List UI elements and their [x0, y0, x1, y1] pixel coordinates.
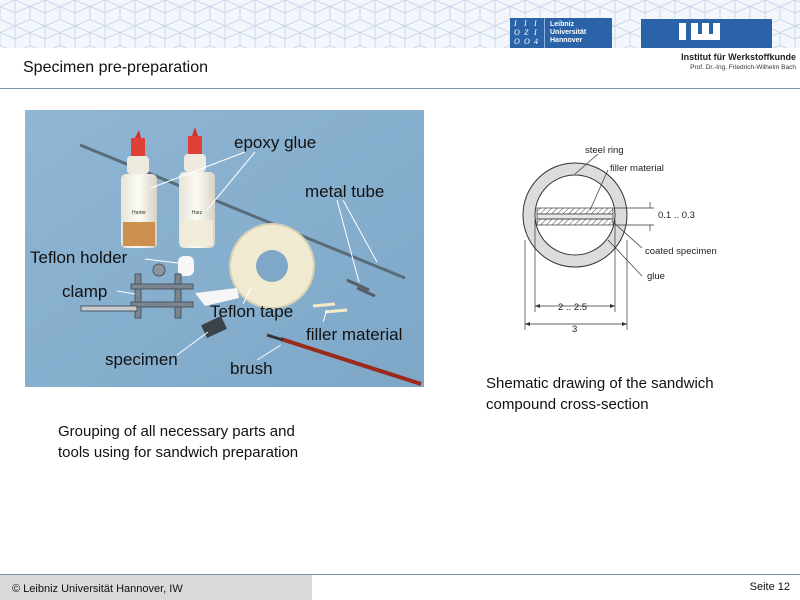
svg-text:Harz: Harz — [192, 210, 203, 216]
label-metal-tube: metal tube — [305, 182, 384, 201]
footer-band — [0, 575, 312, 600]
luh-mark-glyph: Z — [524, 28, 529, 37]
diagram-caption-line: Shematic drawing of the sandwich — [486, 375, 714, 392]
diagram-label-filler-material: filler material — [610, 163, 664, 174]
clamp — [80, 263, 194, 319]
metal-tube — [346, 278, 370, 292]
luh-logo-line: Universität — [550, 29, 587, 36]
luh-mark-glyph: I — [524, 19, 527, 28]
glue-bottle-hardener: Harter — [121, 130, 157, 248]
luh-logo: I I I O Z I O O 4 Leibniz Universität Ha… — [510, 18, 612, 48]
luh-mark-glyph: I — [534, 19, 537, 28]
diagram-caption: Shematic drawing of the sandwich compoun… — [486, 373, 786, 415]
label-teflon-tape: Teflon tape — [210, 302, 293, 321]
diagram-label-coated-specimen: coated specimen — [645, 246, 717, 257]
glue-layer — [536, 213, 614, 220]
luh-mark-glyph: O — [524, 37, 530, 46]
parts-photo: Harter Harz epoxy glue metal tube — [25, 110, 424, 387]
diagram-label-inner-diameter: 2 .. 2.5 — [558, 302, 587, 313]
label-clamp: clamp — [62, 282, 107, 301]
label-brush: brush — [230, 359, 273, 378]
institute-name: Institut für Werkstoffkunde — [681, 52, 796, 62]
footer-copyright: © Leibniz Universität Hannover, IW — [12, 583, 183, 595]
luh-logo-line: Leibniz — [550, 21, 575, 28]
metal-tube — [356, 286, 376, 298]
label-specimen: specimen — [105, 350, 178, 369]
photo-caption-line: Grouping of all necessary parts and — [58, 423, 295, 440]
luh-mark-glyph: I — [534, 28, 537, 37]
iw-logo — [641, 19, 772, 48]
photo-caption: Grouping of all necessary parts and tool… — [58, 421, 358, 463]
sandwich-cross-section-diagram: steel ring filler material 0.1 .. 0.3 co… — [522, 145, 717, 335]
institute-subtitle: Prof. Dr.-Ing. Friedrich-Wilhelm Bach — [690, 64, 796, 71]
iw-logo-mark-icon — [641, 19, 772, 48]
label-filler-material: filler material — [306, 325, 402, 344]
diagram-label-thickness: 0.1 .. 0.3 — [658, 210, 695, 221]
luh-mark-glyph: O — [514, 28, 520, 37]
teflon-holder — [178, 256, 194, 276]
luh-logo-text: Leibniz Universität Hannover — [545, 21, 586, 45]
luh-mark-glyph: 4 — [534, 37, 538, 46]
specimen-layer-top — [536, 207, 614, 215]
glue-bottle-resin: Harz — [179, 127, 215, 248]
brush — [280, 337, 422, 386]
filler-strip — [312, 302, 336, 308]
teflon-tape-roll — [195, 223, 315, 309]
diagram-label-glue: glue — [647, 271, 665, 282]
page-number: Seite 12 — [749, 581, 790, 593]
title-divider — [0, 88, 800, 89]
luh-mark-glyph: O — [514, 37, 520, 46]
diagram-caption-line: compound cross-section — [486, 396, 649, 413]
luh-mark-glyph: I — [514, 19, 517, 28]
diagram-label-outer-diameter: 3 — [572, 324, 577, 335]
photo-caption-line: tools using for sandwich preparation — [58, 444, 299, 461]
luh-logo-mark: I I I O Z I O O 4 — [510, 18, 545, 48]
slide-title: Specimen pre-preparation — [23, 59, 208, 76]
luh-logo-line: Hannover — [550, 37, 583, 44]
specimen-layer-bottom — [536, 218, 614, 226]
diagram-label-steel-ring: steel ring — [585, 145, 624, 156]
filler-strip — [324, 308, 348, 314]
label-teflon-holder: Teflon holder — [30, 248, 128, 267]
footer-divider — [0, 574, 800, 575]
label-epoxy-glue: epoxy glue — [234, 133, 316, 152]
svg-text:Harter: Harter — [132, 210, 146, 216]
